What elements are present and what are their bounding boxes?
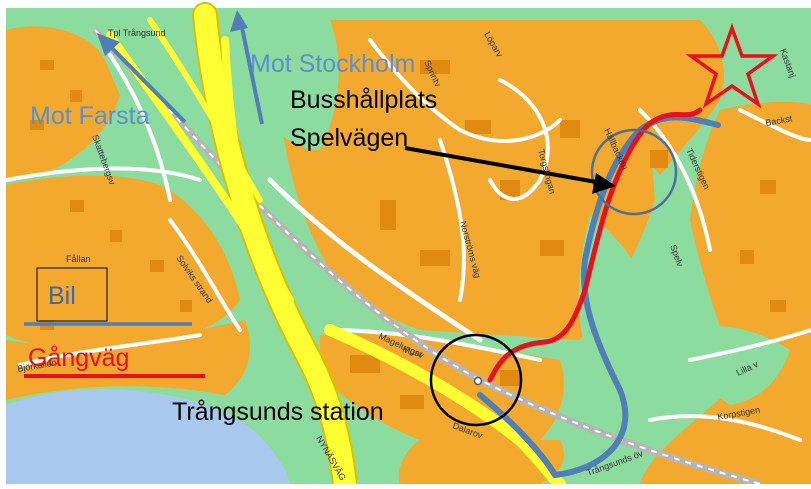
- map-margin-left: [0, 0, 6, 484]
- railway: [92, 27, 761, 488]
- residential-nw: [6, 26, 120, 180]
- street-label: Fållan: [66, 254, 91, 264]
- street: [738, 108, 811, 142]
- legend-bil-box: [36, 267, 108, 322]
- street-label: Backst: [765, 113, 794, 128]
- arrow-up-left-icon: [97, 33, 187, 124]
- legend-bil-label: Bil: [48, 282, 76, 310]
- building: [70, 90, 82, 102]
- magelungsvagen: [324, 324, 566, 489]
- street: [438, 138, 466, 302]
- residential-ne: [560, 20, 724, 175]
- residential-e: [640, 101, 811, 484]
- farsta-arrow-line: [102, 38, 187, 124]
- building: [465, 120, 491, 134]
- car-route-line-station: [477, 392, 558, 478]
- label-busshallplats: Busshållplats: [290, 86, 437, 114]
- walk-route-line: [487, 107, 703, 383]
- service-road: [267, 177, 483, 343]
- building: [770, 300, 786, 312]
- label-spelvagen: Spelvägen: [290, 124, 408, 152]
- lake: [6, 389, 290, 484]
- farsta-arrow-head: [97, 33, 120, 56]
- legend-gangvag-label: Gångväg: [28, 344, 129, 372]
- building: [350, 355, 380, 373]
- residential-sw: [6, 320, 250, 400]
- label-mot-farsta: Mot Farsta: [30, 102, 150, 130]
- green-areas: [225, 20, 790, 405]
- building: [70, 200, 84, 212]
- star-icon: [685, 22, 779, 109]
- building: [650, 150, 668, 168]
- highway-main: [194, 4, 356, 489]
- building: [380, 200, 396, 230]
- map-margin-top: [0, 0, 811, 8]
- street: [18, 333, 202, 367]
- green-east: [690, 326, 790, 405]
- local-streets: [4, 38, 811, 442]
- building: [150, 260, 164, 272]
- highway-ramp-north: [147, 17, 263, 203]
- station-dot: [473, 376, 483, 386]
- bus-stop-arrow-head: [592, 173, 616, 194]
- stockholm-arrow-line: [238, 17, 264, 125]
- building: [760, 180, 776, 194]
- building: [420, 60, 450, 74]
- bus-stop-arrow-line: [404, 146, 603, 185]
- stockholm-arrow-head: [230, 10, 248, 32]
- building: [110, 230, 122, 242]
- green-forest: [225, 20, 339, 150]
- circle-marker-icon: [429, 333, 523, 427]
- buildings: [30, 60, 786, 409]
- building: [420, 250, 450, 266]
- arrow-right-icon: [404, 146, 616, 194]
- street: [648, 414, 802, 442]
- street: [368, 38, 562, 143]
- street: [488, 78, 550, 201]
- railway-ties: [94, 29, 761, 485]
- street-label: Tpl Trångsund: [108, 28, 166, 38]
- building: [540, 240, 564, 256]
- label-mot-stockholm: Mot Stockholm: [250, 50, 415, 78]
- building: [40, 60, 54, 70]
- street: [688, 328, 811, 362]
- highway: [106, 2, 566, 489]
- building: [30, 120, 44, 130]
- highway-ramp-inner: [221, 36, 284, 304]
- building: [560, 120, 580, 138]
- building: [180, 300, 192, 312]
- street: [4, 166, 202, 182]
- building: [500, 370, 522, 386]
- building: [400, 395, 424, 409]
- street: [168, 218, 242, 332]
- circle-marker-icon: [590, 128, 678, 216]
- street: [108, 53, 172, 202]
- label-trangsunds-station: Trångsunds station: [172, 398, 384, 426]
- arrow-up-icon: [230, 10, 264, 125]
- building: [740, 250, 754, 264]
